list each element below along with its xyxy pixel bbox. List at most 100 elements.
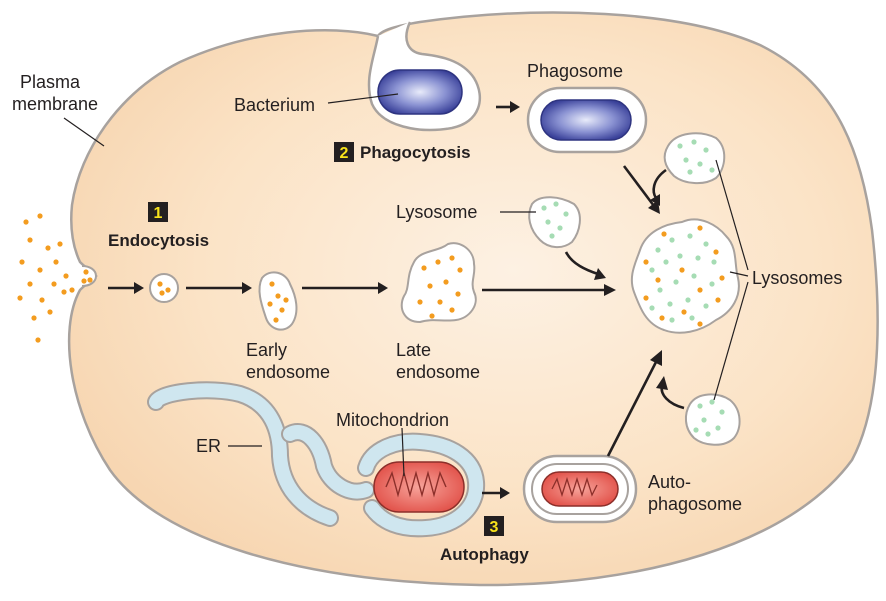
cargo-dot: [279, 307, 285, 313]
cargo-dot: [47, 309, 53, 315]
cargo-dot: [659, 315, 665, 321]
lysosome-dot: [549, 233, 555, 239]
phagosome-bacterium: [540, 99, 632, 141]
cargo-dot: [87, 277, 93, 283]
label-er: ER: [196, 436, 221, 456]
cargo-dot: [23, 219, 29, 225]
lysosome-small: [528, 196, 581, 248]
cargo-dot: [417, 299, 423, 305]
lysosome-dot: [545, 219, 551, 225]
cargo-dot: [39, 297, 45, 303]
dots-layer: [17, 139, 725, 437]
cargo-dot: [81, 278, 87, 284]
lysosome-dot: [703, 147, 709, 153]
label-late-endosome-2: endosome: [396, 362, 480, 382]
lysosome-dot: [689, 315, 695, 321]
label-plasma-membrane-1: Plasma: [20, 72, 81, 92]
cargo-dot: [31, 315, 37, 321]
lysosome-dot: [667, 301, 673, 307]
step-number-2: 2: [340, 145, 349, 162]
label-early-endosome-1: Early: [246, 340, 287, 360]
cargo-dot: [655, 277, 661, 283]
cargo-dot: [457, 267, 463, 273]
lysosome-dot: [711, 259, 717, 265]
cargo-dot: [697, 321, 703, 327]
step-box-3: [484, 516, 504, 536]
cargo-dot: [269, 281, 275, 287]
label-autophagosome-1: Auto-: [648, 472, 691, 492]
lysosome-dot: [683, 157, 689, 163]
step-box-1: [148, 202, 168, 222]
bacterium: [377, 69, 463, 115]
lysosome-dot: [669, 317, 675, 323]
lysosome-dot: [563, 211, 569, 217]
label-early-endosome-2: endosome: [246, 362, 330, 382]
lysosome-dot: [687, 169, 693, 175]
lysosome-dot: [557, 225, 563, 231]
endocytic-vesicle: [149, 273, 179, 303]
cargo-dot: [27, 281, 33, 287]
lysosome-dot: [649, 267, 655, 273]
cargo-dot: [455, 291, 461, 297]
lysosome-dot: [691, 273, 697, 279]
lysosome-dot: [709, 281, 715, 287]
cargo-dot: [443, 279, 449, 285]
cargo-dot: [159, 290, 165, 296]
lysosome-dot: [687, 233, 693, 239]
cargo-dot: [697, 225, 703, 231]
lysosome-dot: [715, 425, 721, 431]
early-endosome: [258, 271, 298, 331]
step-number-1: 1: [154, 205, 163, 222]
cargo-dot: [51, 281, 57, 287]
step-box-2: [334, 142, 354, 162]
lysosome-dot: [673, 279, 679, 285]
cargo-dot: [643, 259, 649, 265]
cargo-dot: [681, 309, 687, 315]
cargo-dot: [697, 287, 703, 293]
lysosome-dot: [669, 237, 675, 243]
cargo-dot: [449, 255, 455, 261]
lysosome-dot: [657, 287, 663, 293]
lysosome-dot: [709, 399, 715, 405]
cargo-dot: [679, 267, 685, 273]
label-phagosome: Phagosome: [527, 61, 623, 81]
cargo-dot: [643, 295, 649, 301]
arrows: [108, 101, 685, 499]
label-endocytosis: Endocytosis: [108, 231, 209, 250]
lysosome-dot: [691, 139, 697, 145]
cargo-dot: [449, 307, 455, 313]
cargo-dot: [283, 297, 289, 303]
cargo-dot: [267, 301, 273, 307]
lysosome-dot: [649, 305, 655, 311]
cargo-dot: [27, 237, 33, 243]
lysosome-dot: [685, 297, 691, 303]
lysosome-dot: [695, 255, 701, 261]
cargo-dot: [165, 287, 171, 293]
cargo-dot: [275, 293, 281, 299]
label-autophagosome-2: phagosome: [648, 494, 742, 514]
cargo-dot: [57, 241, 63, 247]
cargo-dot: [715, 297, 721, 303]
label-lysosome: Lysosome: [396, 202, 477, 222]
label-mitochondrion: Mitochondrion: [336, 410, 449, 430]
leader-lines: [63, 93, 749, 477]
cargo-dot: [37, 213, 43, 219]
lysosome-dot: [709, 167, 715, 173]
cargo-dot: [273, 317, 279, 323]
cargo-dot: [437, 299, 443, 305]
label-bacterium: Bacterium: [234, 95, 315, 115]
cargo-dot: [45, 245, 51, 251]
cargo-dot: [661, 231, 667, 237]
step-number-3: 3: [490, 519, 499, 536]
label-autophagy: Autophagy: [440, 545, 529, 564]
label-lysosomes: Lysosomes: [752, 268, 842, 288]
cargo-dot: [435, 259, 441, 265]
lysosome-dot: [703, 303, 709, 309]
lysosome-dot: [553, 201, 559, 207]
label-phagocytosis: Phagocytosis: [360, 143, 471, 162]
cargo-dot: [69, 287, 75, 293]
cargo-dot: [35, 337, 41, 343]
lysosome-dot: [701, 417, 707, 423]
lysosome-dot: [541, 205, 547, 211]
